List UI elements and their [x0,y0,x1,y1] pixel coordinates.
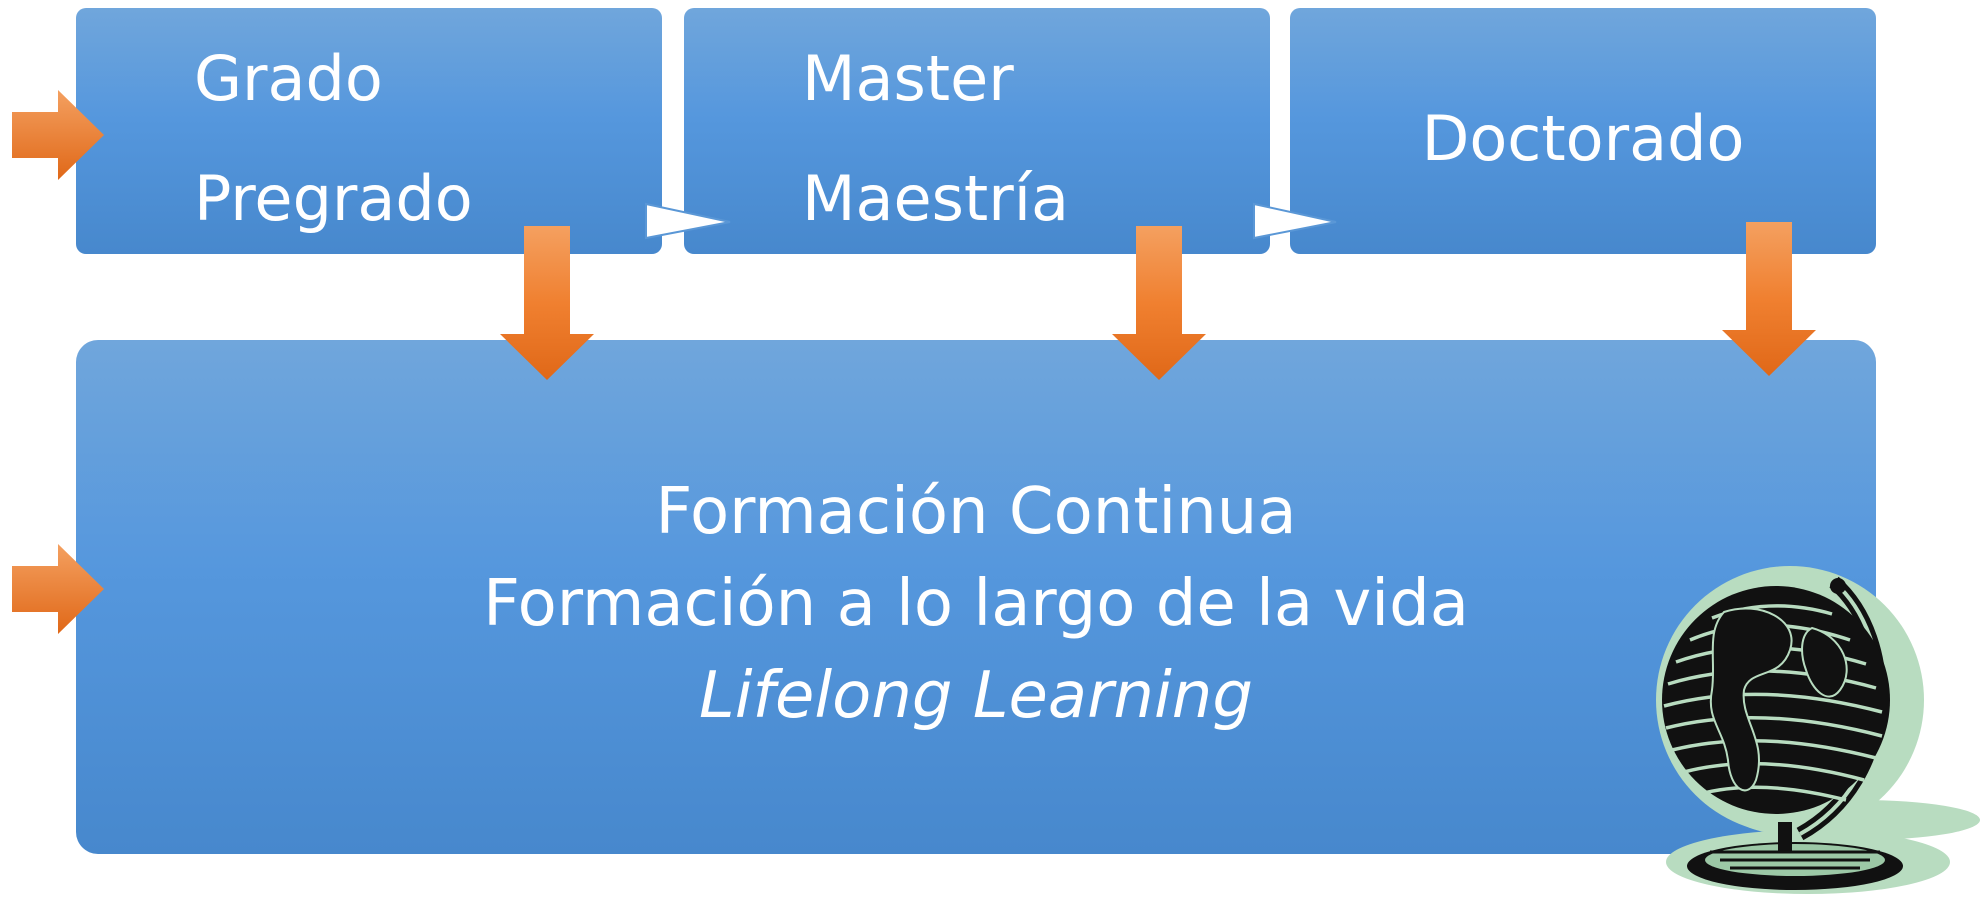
chevron-right-icon [1253,202,1337,240]
lifelong-learning-label: Lifelong Learning [699,659,1253,733]
pregrado-label: Pregrado [194,162,473,235]
doctorado-label: Doctorado [1421,102,1745,175]
globe-icon [1656,566,1980,894]
formacion-vida-label: Formación a lo largo de la vida [483,567,1469,641]
arrow-right-icon [12,90,104,180]
arrow-right-icon [12,544,104,634]
arrow-down-icon [1722,222,1816,376]
maestria-label: Maestría [802,162,1069,235]
arrow-down-icon [1112,226,1206,380]
arrow-down-icon [500,226,594,380]
grado-label: Grado [194,42,383,115]
formacion-text-block: Formación Continua Formación a lo largo … [76,466,1876,742]
grado-box: Grado Pregrado [76,8,662,254]
doctorado-box: Doctorado [1290,8,1876,254]
master-box: Master Maestría [684,8,1270,254]
formacion-continua-box: Formación Continua Formación a lo largo … [76,340,1876,854]
master-label: Master [802,42,1014,115]
formacion-continua-label: Formación Continua [655,475,1297,549]
chevron-right-icon [645,202,731,240]
